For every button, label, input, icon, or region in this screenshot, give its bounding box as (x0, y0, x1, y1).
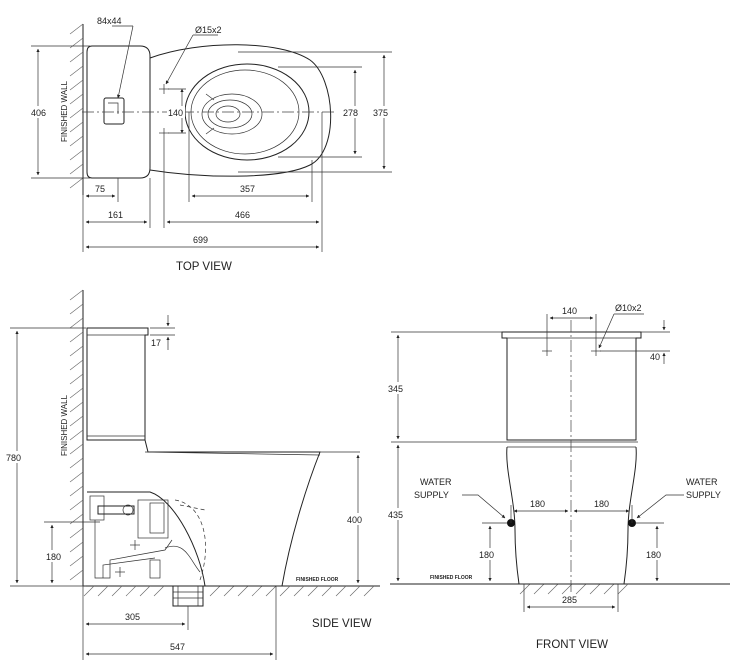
side-internal-fittings (89, 495, 206, 579)
front-view: FINISHED FLOOR 140 Ø10x2 40 (387, 303, 730, 651)
water-supply-left-label-2: SUPPLY (414, 490, 449, 500)
side-dim-400: 400 (347, 515, 362, 525)
top-dim-406: 406 (31, 108, 46, 118)
top-dim-278: 278 (343, 108, 358, 118)
front-dim-40: 40 (650, 352, 660, 362)
side-dim-305: 305 (125, 612, 140, 622)
seat-fixing-holes (159, 84, 169, 138)
top-dim-161: 161 (108, 210, 123, 220)
front-dim-180-right: 180 (594, 499, 609, 509)
top-dim-140: 140 (168, 108, 183, 118)
front-finished-floor (390, 583, 730, 595)
top-finished-wall-label: FINISHED WALL (60, 80, 69, 142)
top-dim-84x44: 84x44 (97, 16, 122, 26)
top-view: FINISHED WALL 84x44 Ø15x2 4 (30, 16, 394, 273)
side-finished-floor (83, 585, 380, 597)
side-dim-17: 17 (151, 338, 161, 348)
front-tank (501, 331, 642, 441)
side-bowl-body (87, 439, 321, 587)
top-dim-466: 466 (235, 210, 250, 220)
side-tank (86, 327, 149, 441)
top-dim-75: 75 (95, 184, 105, 194)
side-finished-floor-label: FINISHED FLOOR (296, 577, 339, 583)
side-dim-180: 180 (46, 552, 61, 562)
front-dim-10x2: Ø10x2 (615, 303, 642, 313)
water-supply-left-label-1: WATER (420, 477, 452, 487)
side-dim-780: 780 (6, 453, 21, 463)
flush-button-icon (103, 97, 125, 125)
front-dim-345: 345 (388, 384, 403, 394)
top-dim-699: 699 (193, 235, 208, 245)
top-dim-357: 357 (240, 184, 255, 194)
top-dim-375: 375 (373, 108, 388, 118)
top-view-title: TOP VIEW (176, 261, 232, 273)
top-bowl-outline (149, 44, 332, 177)
side-floor-flange (172, 585, 204, 607)
water-supply-right-label-2: SUPPLY (686, 490, 721, 500)
top-finished-wall (69, 23, 84, 195)
top-tank-outline (86, 45, 151, 179)
front-bowl-body (506, 446, 637, 585)
front-dim-435: 435 (388, 510, 403, 520)
side-finished-wall-label: FINISHED WALL (60, 394, 69, 456)
side-dim-547: 547 (170, 642, 185, 652)
front-dim-285: 285 (562, 595, 577, 605)
tank-fixing-holes (542, 346, 601, 356)
front-dim-180-h-right: 180 (646, 550, 661, 560)
front-view-title: FRONT VIEW (536, 639, 608, 651)
front-dim-140: 140 (562, 306, 577, 316)
side-finished-wall (69, 289, 84, 586)
front-dim-180-left: 180 (530, 499, 545, 509)
side-view-title: SIDE VIEW (312, 618, 372, 630)
top-dim-15x2: Ø15x2 (195, 25, 222, 35)
side-view: FINISHED WALL FINISHED FLOOR (5, 289, 380, 660)
water-supply-right-label-1: WATER (686, 477, 718, 487)
front-finished-floor-label: FINISHED FLOOR (430, 575, 473, 581)
front-dim-180-h-left: 180 (479, 550, 494, 560)
